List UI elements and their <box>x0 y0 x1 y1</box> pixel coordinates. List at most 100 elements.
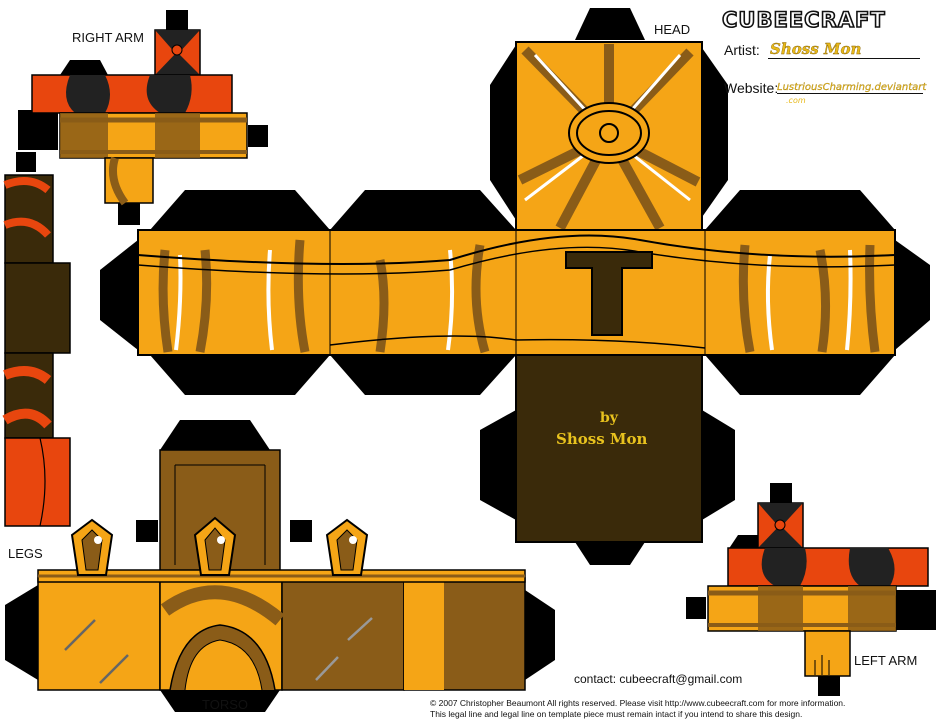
torso-front-stripe <box>160 585 285 626</box>
left-arm-bottom-marks <box>814 655 830 675</box>
legs-bottom <box>4 437 71 527</box>
torso-scratch <box>64 619 96 651</box>
right-arm-end-mark <box>155 30 200 55</box>
glue-tab <box>705 355 895 395</box>
label-head: HEAD <box>654 22 691 37</box>
glue-tab <box>248 125 268 147</box>
head-band-ridge <box>137 234 896 265</box>
glue-tab <box>5 585 38 680</box>
right-arm-cuff <box>31 74 233 114</box>
head-band-highlights <box>174 249 853 351</box>
artist-value: Shoss Mon <box>768 40 920 59</box>
torso-front-arch-inner <box>184 639 263 691</box>
glue-tab <box>575 8 645 40</box>
torso-scratch-4 <box>315 656 339 681</box>
torso-top-outline <box>174 464 266 565</box>
torso-piece <box>5 420 555 712</box>
torso-scratch-2 <box>99 654 129 684</box>
head-mouth <box>565 251 653 336</box>
website-value[interactable]: LustriousCharming.deviantart <box>777 82 927 94</box>
glue-tab <box>686 597 706 619</box>
glue-tab <box>150 355 330 395</box>
torso-gem <box>325 518 369 576</box>
glue-tab <box>330 355 516 395</box>
torso-back-shade <box>404 578 444 690</box>
head-top-eye-center <box>599 123 619 143</box>
head-piece <box>100 8 930 565</box>
left-arm-end-mark <box>758 503 803 528</box>
right-arm-shade-2 <box>155 113 200 158</box>
legs-back-stripe-2 <box>3 217 51 238</box>
right-arm-claw <box>66 75 110 113</box>
glue-tab <box>136 520 158 542</box>
label-legs: LEGS <box>8 546 43 561</box>
right-arm-shade <box>60 113 108 158</box>
legs-front-stripe <box>3 366 52 385</box>
head-bottom-face <box>515 354 703 543</box>
signature-name: Shoss Mon <box>556 430 648 448</box>
glue-tab <box>150 190 330 230</box>
glue-tab <box>160 420 270 450</box>
label-left-arm: LEFT ARM <box>854 653 918 668</box>
head-band-bottom-curve <box>329 335 706 349</box>
glue-tab <box>480 410 516 520</box>
glue-tab <box>290 520 312 542</box>
left-arm-claw <box>761 548 807 586</box>
left-arm-shade-2 <box>848 586 896 631</box>
right-arm-piece <box>18 10 268 225</box>
left-arm-end-mark-2 <box>758 525 803 548</box>
glue-tab <box>160 690 280 712</box>
left-arm-claw-2 <box>848 548 895 586</box>
glue-tab <box>705 190 895 230</box>
glue-tab <box>575 542 645 565</box>
glue-tab <box>100 240 138 350</box>
glue-tab <box>895 240 930 350</box>
glue-tab <box>702 410 735 520</box>
torso-gem <box>193 516 237 576</box>
torso-scratch-3 <box>347 617 373 641</box>
glue-tab <box>16 152 36 172</box>
torso-gem <box>70 518 114 576</box>
left-arm-cuff <box>727 547 929 587</box>
glue-tab <box>896 590 936 630</box>
head-top-eye-inner <box>576 110 642 156</box>
legs-piece <box>2 152 71 527</box>
legs-bottom-line <box>39 437 46 527</box>
contact-email[interactable]: contact: cubeecraft@gmail.com <box>574 672 743 686</box>
copyright-line-1: © 2007 Christopher Beaumont All rights r… <box>430 698 846 708</box>
head-band-ridge-2 <box>137 246 896 275</box>
glue-tab <box>60 60 108 75</box>
glue-tab <box>18 110 58 150</box>
torso-right <box>281 577 405 691</box>
right-arm-end-dot <box>171 44 183 56</box>
right-arm-claw-2 <box>146 75 192 113</box>
glue-tab <box>118 203 140 225</box>
left-arm-bottom <box>804 630 851 677</box>
glue-tab <box>818 674 840 696</box>
glue-tab <box>166 10 188 30</box>
glue-tab <box>490 45 516 220</box>
legs-front-stripe-2 <box>2 408 52 429</box>
cubeecraft-logo: CUBEECRAFT <box>721 7 886 33</box>
legs-side <box>4 262 71 354</box>
right-arm-bottom-stripe <box>109 156 129 206</box>
torso-left <box>37 577 161 691</box>
head-band-dividers <box>329 230 706 355</box>
website-suffix: .com <box>786 96 806 105</box>
signature-by: by <box>600 410 618 426</box>
copyright-notice: © 2007 Christopher Beaumont All rights r… <box>430 698 935 720</box>
right-arm-end-mark-2 <box>155 52 200 75</box>
left-arm-shade <box>758 586 803 631</box>
glue-tab <box>770 483 792 503</box>
left-arm-piece <box>686 483 936 696</box>
glue-tab <box>700 45 728 220</box>
left-arm-end-dot <box>774 519 786 531</box>
website-label: Website: <box>724 80 779 96</box>
glue-tab <box>330 190 516 230</box>
glue-tab <box>525 590 555 680</box>
legs-back-stripe <box>3 177 51 194</box>
label-right-arm: RIGHT ARM <box>72 30 144 45</box>
artist-label: Artist: <box>724 42 760 58</box>
label-torso: TORSO <box>202 697 248 712</box>
